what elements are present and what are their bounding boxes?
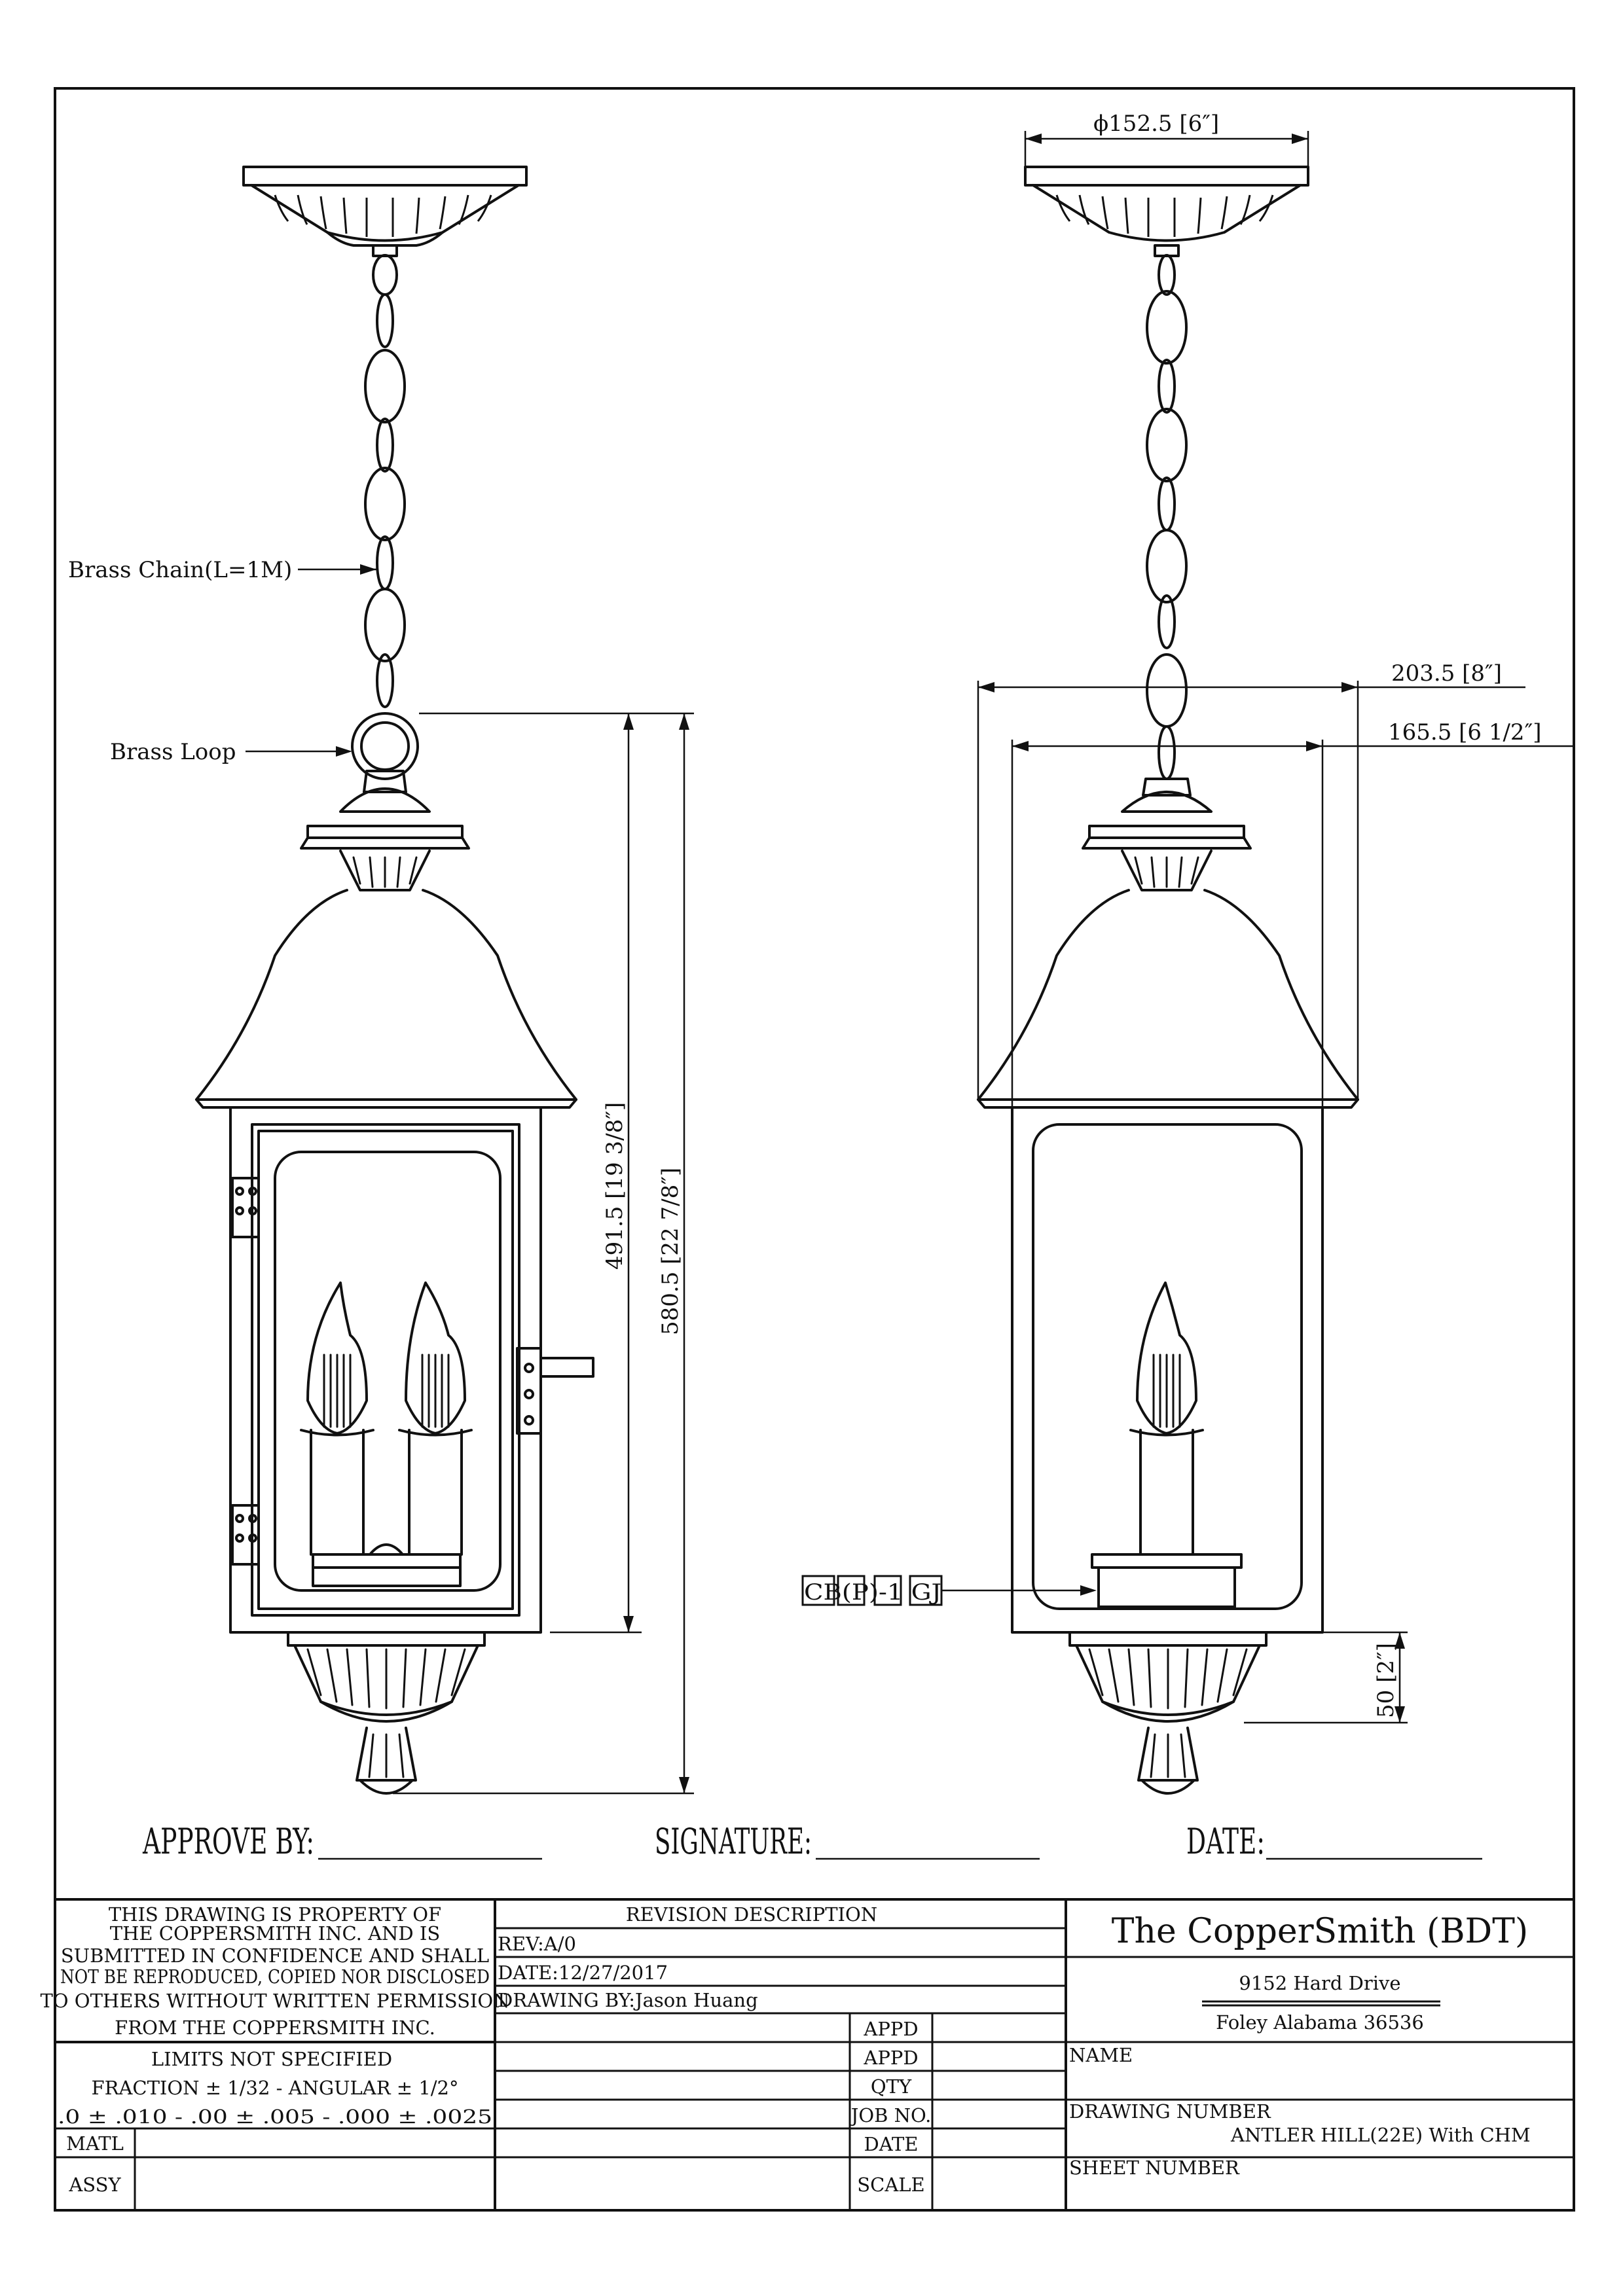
annotation-leaders-left (246, 564, 376, 757)
bottom-finial-right (1068, 1631, 1267, 1795)
drawing-number-label: DRAWING NUMBER (1069, 2100, 1271, 2123)
dim-height-total: 580.5 [22 7/8″] (657, 1168, 684, 1335)
height-dimensions (393, 712, 694, 1795)
width-dimensions (977, 681, 1574, 1107)
drawing-by-value: DRAWING BY:Jason Huang (498, 1989, 758, 2011)
matl-label: MATL (66, 2132, 124, 2155)
company-name: The CopperSmith (BDT) (1112, 1912, 1528, 1951)
part-code-callout (801, 1575, 1097, 1606)
date-approval-label: DATE: (1186, 1821, 1265, 1862)
drawing-border (54, 87, 1575, 2212)
appd-label-2: APPD (863, 2047, 918, 2069)
qty-label: QTY (871, 2075, 912, 2098)
rev-value: REV:A/0 (498, 1933, 576, 1955)
property-line-4: NOT BE REPRODUCED, COPIED NOR DISCLOSED (60, 1965, 490, 1988)
brass-loop-label: Brass Loop (110, 739, 236, 765)
dim-height-bottom: 50 [2″] (1373, 1643, 1399, 1718)
name-label: NAME (1069, 2044, 1133, 2066)
approval-row: APPROVE BY: SIGNATURE: DATE: (142, 1821, 1482, 1862)
property-line-6: FROM THE COPPERSMITH INC. (115, 2017, 435, 2039)
date-value: DATE:12/27/2017 (498, 1962, 668, 1984)
property-line-2: THE COPPERSMITH INC. AND IS (110, 1922, 440, 1945)
dim-canopy-diameter: ϕ152.5 [6″] (1093, 111, 1219, 137)
property-notice: THIS DRAWING IS PROPERTY OF THE COPPERSM… (40, 1903, 509, 2039)
top-cap-left (195, 770, 577, 1109)
decimal-tolerance: .0 ± .010 - .00 ± .005 - .000 ± .0025 (58, 2106, 492, 2128)
property-line-1: THIS DRAWING IS PROPERTY OF (109, 1903, 441, 1926)
title-block (55, 1898, 1574, 2210)
date-label: DATE (864, 2133, 918, 2155)
brass-chain-right (1146, 254, 1188, 780)
canopy-left (242, 166, 528, 257)
property-line-5: TO OTHERS WITHOUT WRITTEN PERMISSION (40, 1990, 509, 2012)
appd-label-1: APPD (863, 2018, 918, 2040)
property-line-3: SUBMITTED IN CONFIDENCE AND SHALL (61, 1945, 489, 1967)
job-no-label: JOB NO. (849, 2104, 932, 2126)
top-cap-right (977, 778, 1359, 1109)
canopy-right (1024, 166, 1309, 257)
address-line-2: Foley Alabama 36536 (1216, 2011, 1424, 2034)
assy-label: ASSY (68, 2174, 121, 2196)
scale-label: SCALE (857, 2174, 924, 2196)
address-line-1: 9152 Hard Drive (1239, 1972, 1400, 1994)
bottom-finial-left (287, 1631, 486, 1795)
bottom-height-dim (1244, 1631, 1408, 1724)
revision-description-heading: REVISION DESCRIPTION (626, 1903, 877, 1926)
sheet-number-label: SHEET NUMBER (1069, 2157, 1240, 2179)
limits-label: LIMITS NOT SPECIFIED (151, 2048, 392, 2070)
canopy-diameter-dim (1024, 131, 1309, 167)
lantern-body-right (1011, 1106, 1324, 1634)
dim-height-body: 491.5 [19 3/8″] (602, 1102, 628, 1270)
fraction-tolerance: FRACTION ± 1/32 - ANGULAR ± 1/2° (92, 2077, 459, 2099)
approve-by-label: APPROVE BY: (142, 1821, 314, 1862)
dim-width-inner: 165.5 [6 1/2″] (1388, 719, 1542, 745)
lantern-front-view (195, 166, 694, 1795)
signature-label: SIGNATURE: (655, 1821, 812, 1862)
part-code-label: CB(P)-1 GJ (804, 1579, 941, 1605)
brass-chain-label: Brass Chain(L=1M) (68, 557, 292, 583)
drawing-number-value: ANTLER HILL(22E) With CHM (1230, 2124, 1531, 2146)
lantern-body-left (229, 1106, 594, 1634)
lantern-side-view (801, 131, 1574, 1795)
brass-chain-left (351, 254, 419, 780)
dim-width-outer: 203.5 [8″] (1391, 660, 1502, 687)
